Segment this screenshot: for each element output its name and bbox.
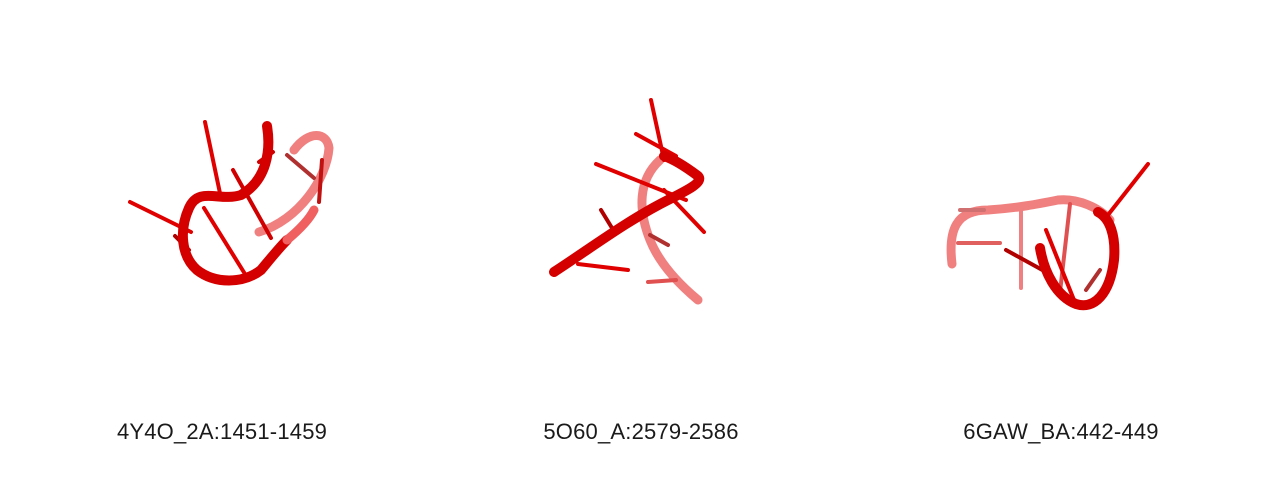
structure-panel-1: 4Y4O_2A:1451-1459 <box>9 0 435 480</box>
rna-cartoon-3 <box>946 162 1150 311</box>
structure-label: 6GAW_BA:442-449 <box>963 419 1159 444</box>
structure-label: 5O60_A:2579-2586 <box>543 419 739 444</box>
rna-cartoon-1 <box>128 120 334 286</box>
structure-panel-2: 5O60_A:2579-2586 <box>428 0 854 480</box>
structure-panel-3: 6GAW_BA:442-449 <box>848 0 1274 480</box>
structure-label: 4Y4O_2A:1451-1459 <box>116 419 328 444</box>
rna-cartoon-2 <box>549 98 706 305</box>
